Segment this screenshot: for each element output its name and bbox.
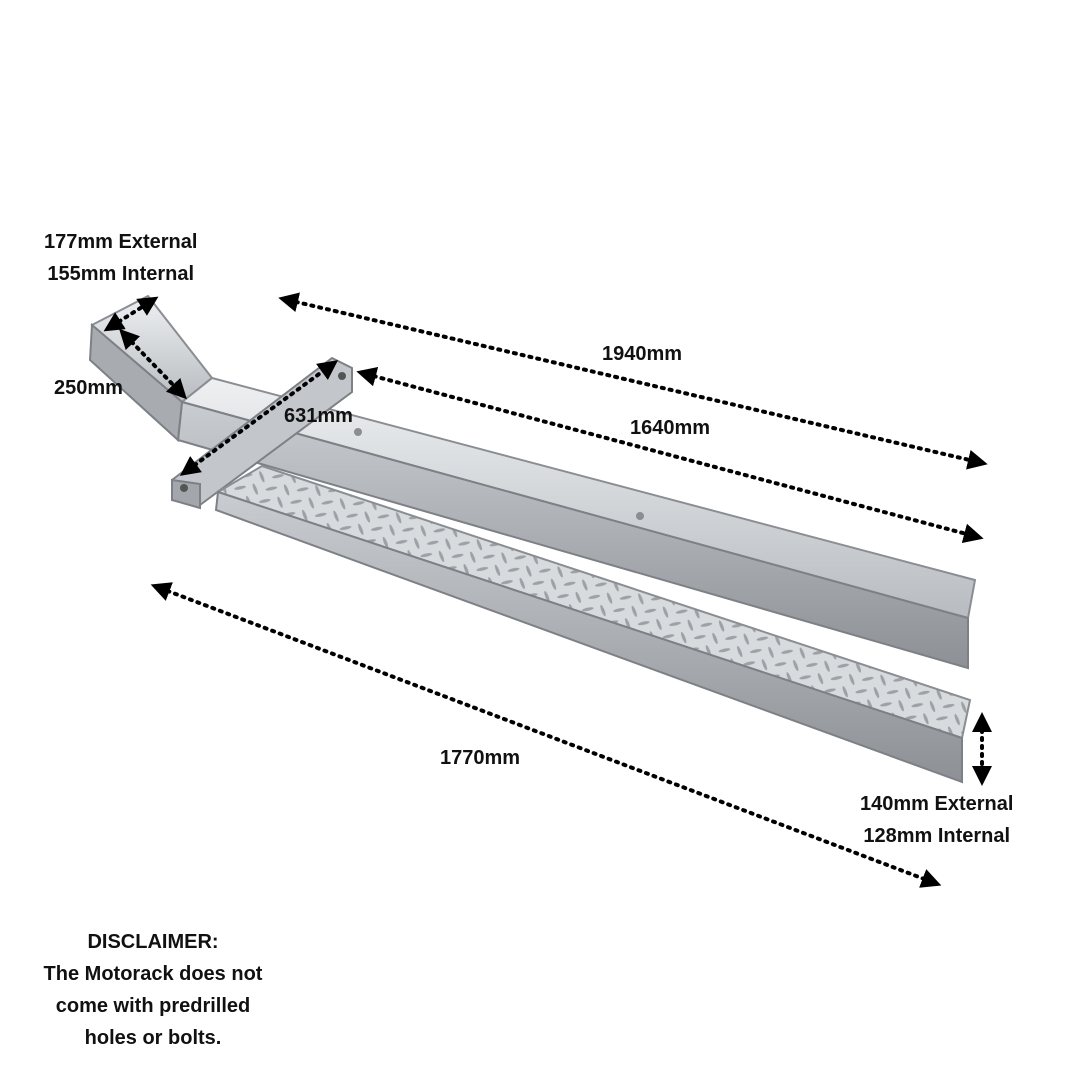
label-140mm-external: 140mm External (860, 793, 1014, 815)
label-155mm-internal: 155mm Internal (47, 263, 195, 285)
dimension-arrows (103, 292, 992, 888)
arrow-1770mm (150, 582, 942, 888)
disclaimer: DISCLAIMER: The Motorack does not come w… (18, 926, 288, 1054)
label-177mm-external: 177mm External (44, 231, 198, 253)
disclaimer-line-2: come with predrilled (55, 995, 251, 1017)
label-128mm-internal: 128mm Internal (863, 825, 1011, 847)
arrow-1640mm (356, 366, 984, 544)
label-1640mm: 1640mm (630, 417, 711, 439)
arrow-177mm (103, 296, 159, 332)
label-1940mm: 1940mm (602, 343, 683, 365)
arrow-631mm (179, 360, 339, 476)
arrow-250mm (119, 328, 187, 400)
label-1770mm: 1770mm (440, 747, 521, 769)
label-ramp-height: 140mm External 128mm Internal (860, 788, 1013, 852)
rail-bolt-front (354, 428, 362, 436)
disclaimer-heading: DISCLAIMER: (87, 931, 219, 953)
label-250mm: 250mm (54, 377, 123, 399)
label-rail-end-width: 177mm External 155mm Internal (44, 226, 197, 290)
disclaimer-line-1: The Motorack does not (43, 963, 263, 985)
disclaimer-line-3: holes or bolts. (84, 1027, 222, 1049)
rail-bolt-rear (636, 512, 644, 520)
label-631mm: 631mm (284, 405, 353, 427)
